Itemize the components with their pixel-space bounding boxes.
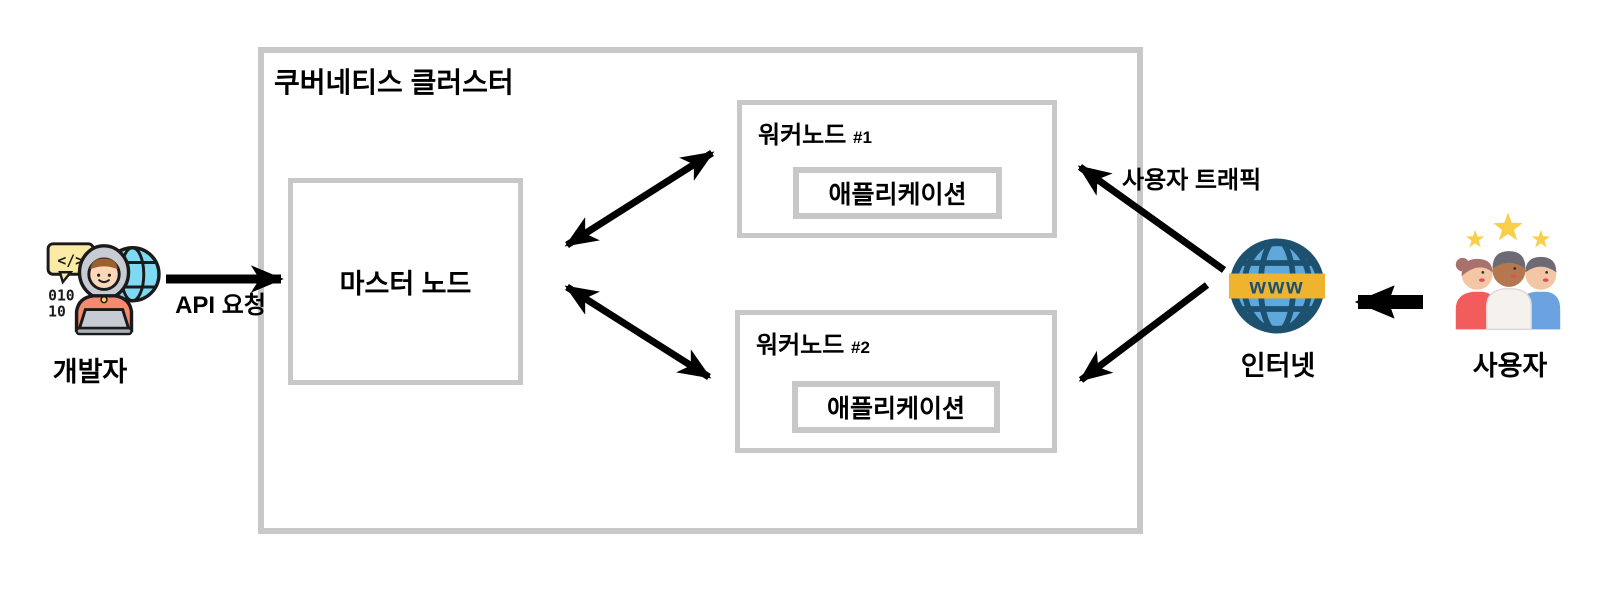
- developer-label: 개발자: [52, 357, 128, 387]
- application-2-label: 애플리케이션: [826, 395, 965, 423]
- master-node-box: 마스터 노드: [288, 178, 523, 385]
- user-traffic-label: 사용자 트래픽: [1122, 167, 1262, 194]
- globe-www-text: www: [1248, 276, 1304, 299]
- www-banner: [1229, 273, 1325, 299]
- worker-node-1-box: 워커노드 #1 애플리케이션: [737, 100, 1057, 238]
- api-request-label: API 요청: [175, 292, 266, 319]
- internet-label: 인터넷: [1240, 351, 1316, 381]
- master-node-label: 마스터 노드: [339, 269, 472, 299]
- worker-node-2-number: #2: [851, 338, 870, 357]
- code-bubble-text: </>: [57, 252, 84, 269]
- users-label: 사용자: [1472, 351, 1548, 381]
- internet-globe-icon: www: [1229, 238, 1325, 334]
- developer-icon: </> 010 10: [46, 242, 161, 336]
- application-box-2: 애플리케이션: [792, 381, 1000, 433]
- application-1-label: 애플리케이션: [828, 181, 967, 209]
- hooded-developer-figure: [74, 244, 134, 336]
- worker-node-2-label: 워커노드: [756, 332, 845, 359]
- worker-node-2-box: 워커노드 #2 애플리케이션: [735, 310, 1057, 453]
- worker-node-1-label: 워커노드: [758, 122, 847, 149]
- application-box-1: 애플리케이션: [793, 167, 1002, 219]
- cluster-title: 쿠버네티스 클러스터: [274, 67, 514, 98]
- binary-text-2: 10: [48, 303, 66, 320]
- stars-icon: [1465, 212, 1551, 248]
- worker-node-1-number: #1: [853, 128, 872, 147]
- users-icon: [1455, 212, 1561, 331]
- user-middle-figure: [1486, 251, 1532, 331]
- binary-text-1: 010: [48, 288, 75, 305]
